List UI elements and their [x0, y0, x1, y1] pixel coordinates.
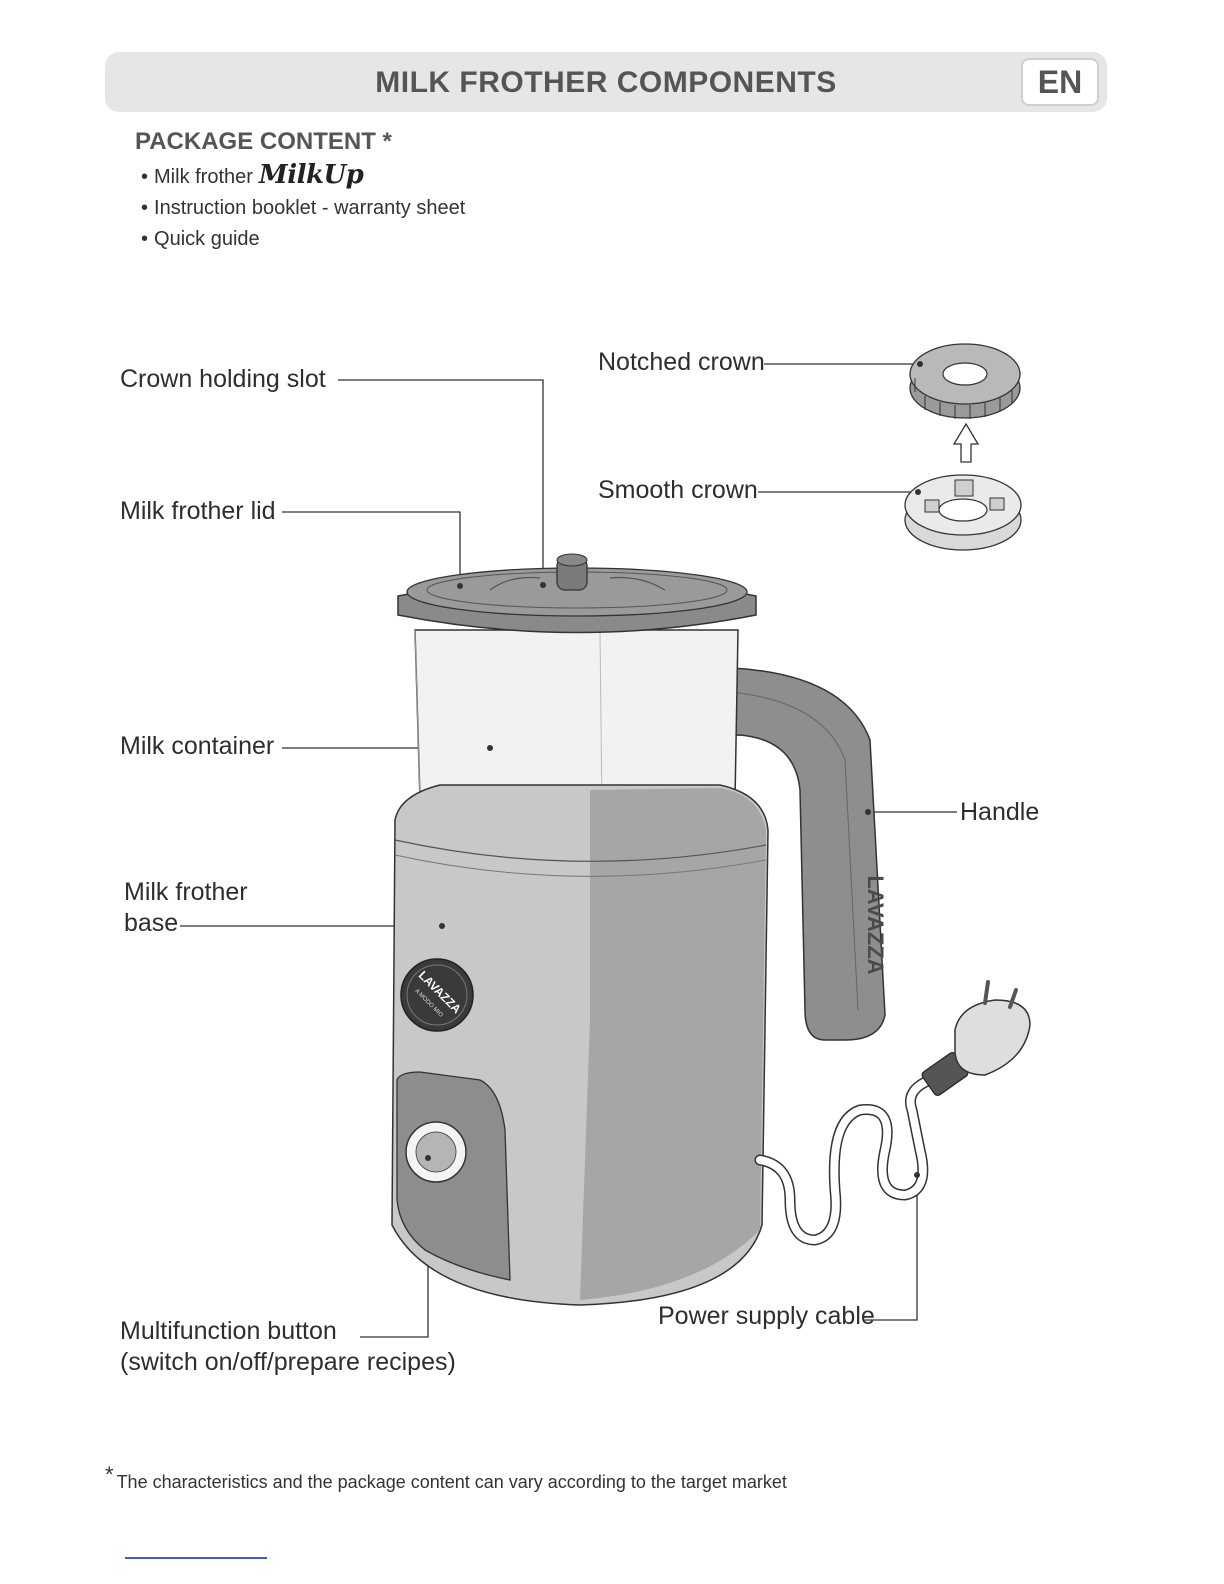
bullet: • [141, 228, 149, 250]
arrow-up-icon [952, 422, 980, 463]
package-heading: PACKAGE CONTENT * [135, 128, 392, 155]
label-line: Multifunction button [120, 1317, 337, 1345]
label-milk-frother-base: Milk frother base [124, 877, 248, 939]
power-cable [754, 1074, 936, 1246]
page-title: MILK FROTHER COMPONENTS [375, 66, 837, 99]
label-milk-frother-lid: Milk frother lid [120, 497, 276, 525]
list-item: •Quick guide [141, 224, 465, 255]
label-line: base [124, 909, 179, 937]
power-plug [921, 980, 1031, 1096]
label-multifunction-button: Multifunction button (switch on/off/prep… [120, 1316, 456, 1378]
handle-brand: LAVAZZA [863, 875, 888, 974]
list-item-text: Instruction booklet - warranty sheet [154, 197, 466, 219]
label-line: Milk frother [124, 878, 248, 906]
bullet: • [141, 197, 149, 219]
list-item-text: Quick guide [154, 228, 260, 250]
label-milk-container: Milk container [120, 732, 275, 760]
leader-line-cable [865, 1175, 918, 1321]
footnote-text: The characteristics and the package cont… [116, 1472, 787, 1492]
label-notched-crown: Notched crown [598, 348, 765, 376]
label-crown-holding-slot: Crown holding slot [120, 365, 326, 393]
list-item: •Instruction booklet - warranty sheet [141, 193, 465, 224]
label-smooth-crown: Smooth crown [598, 476, 758, 504]
label-power-supply-cable: Power supply cable [658, 1302, 875, 1330]
language-badge: EN [1021, 58, 1099, 106]
handle-shape [677, 666, 886, 1041]
milkup-logo: MilkUp [258, 160, 364, 190]
container-point [487, 745, 493, 751]
footnote: *The characteristics and the package con… [105, 1462, 787, 1493]
label-line: (switch on/off/prepare recipes) [120, 1348, 456, 1376]
bullet: • [141, 166, 149, 188]
list-item-text: Milk frother [154, 166, 253, 188]
notched-crown-part [909, 343, 1021, 419]
leader-line-lid [282, 511, 461, 586]
label-handle: Handle [960, 798, 1040, 826]
brand-badge [400, 958, 474, 1032]
footnote-marker: * [105, 1462, 114, 1487]
leader-line-crown-slot [338, 379, 544, 585]
header-bar: MILK FROTHER COMPONENTS EN [105, 52, 1107, 112]
bottom-rule [125, 1557, 267, 1559]
smooth-crown-part [904, 474, 1022, 551]
